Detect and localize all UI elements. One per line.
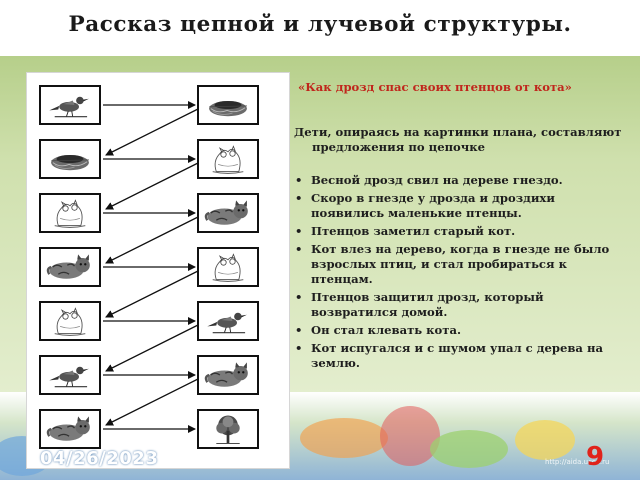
- chicks-icon: [41, 303, 99, 339]
- plan-picture: [197, 301, 259, 341]
- chicks-icon: [41, 195, 99, 231]
- list-item: Он стал клевать кота.: [294, 323, 629, 338]
- arrow: [105, 324, 199, 372]
- arrow: [105, 378, 199, 426]
- slide-date: 04/26/2023: [40, 448, 159, 469]
- list-item: Кот испугался и с шумом упал с дерева на…: [294, 341, 629, 371]
- story-text: «Как дрозд спас своих птенцов от кота» Д…: [294, 80, 629, 374]
- plan-picture: [39, 409, 101, 449]
- bird-icon: [199, 303, 257, 339]
- list-item: Весной дрозд свил на дереве гнездо.: [294, 173, 629, 188]
- plan-picture: [197, 247, 259, 287]
- arrow: [105, 162, 199, 210]
- plan-picture: [39, 247, 101, 287]
- plan-picture: [197, 85, 259, 125]
- arrow: [105, 108, 199, 156]
- list-item: Кот влез на дерево, когда в гнезде не бы…: [294, 242, 629, 287]
- plan-picture: [197, 193, 259, 233]
- plan-picture: [39, 193, 101, 233]
- bird-icon: [41, 357, 99, 393]
- chicks-icon: [199, 249, 257, 285]
- plan-picture: [197, 355, 259, 395]
- chicks-icon: [199, 141, 257, 177]
- tree-icon: [199, 411, 257, 447]
- slide-number: 9: [586, 442, 605, 472]
- plan-arrows: [103, 101, 199, 433]
- slide-title: Рассказ цепной и лучевой структуры.: [68, 12, 572, 37]
- arrow: [105, 216, 199, 264]
- arrow: [105, 270, 199, 318]
- story-title: «Как дрозд спас своих птенцов от кота»: [298, 80, 572, 94]
- cat-icon: [41, 249, 99, 285]
- watermark: http://aida.ucoz.ru: [545, 458, 610, 466]
- cat-icon: [199, 195, 257, 231]
- plan-picture: [197, 139, 259, 179]
- list-item: Скоро в гнезде у дрозда и дроздихи появи…: [294, 191, 629, 221]
- plan-picture: [39, 85, 101, 125]
- plan-picture: [39, 355, 101, 395]
- cat-icon: [199, 357, 257, 393]
- bird-icon: [41, 87, 99, 123]
- nest-icon: [199, 87, 257, 123]
- plan-picture: [39, 139, 101, 179]
- nest-icon: [41, 141, 99, 177]
- list-item: Птенцов заметил старый кот.: [294, 224, 629, 239]
- list-item: Птенцов защитил дрозд, который возвратил…: [294, 290, 629, 320]
- intro-text: Дети, опираясь на картинки плана, состав…: [294, 125, 622, 154]
- sentence-list: Весной дрозд свил на дереве гнездо. Скор…: [294, 173, 629, 371]
- plan-picture: [197, 409, 259, 449]
- picture-plan: [26, 72, 290, 469]
- plan-picture: [39, 301, 101, 341]
- cat-icon: [41, 411, 99, 447]
